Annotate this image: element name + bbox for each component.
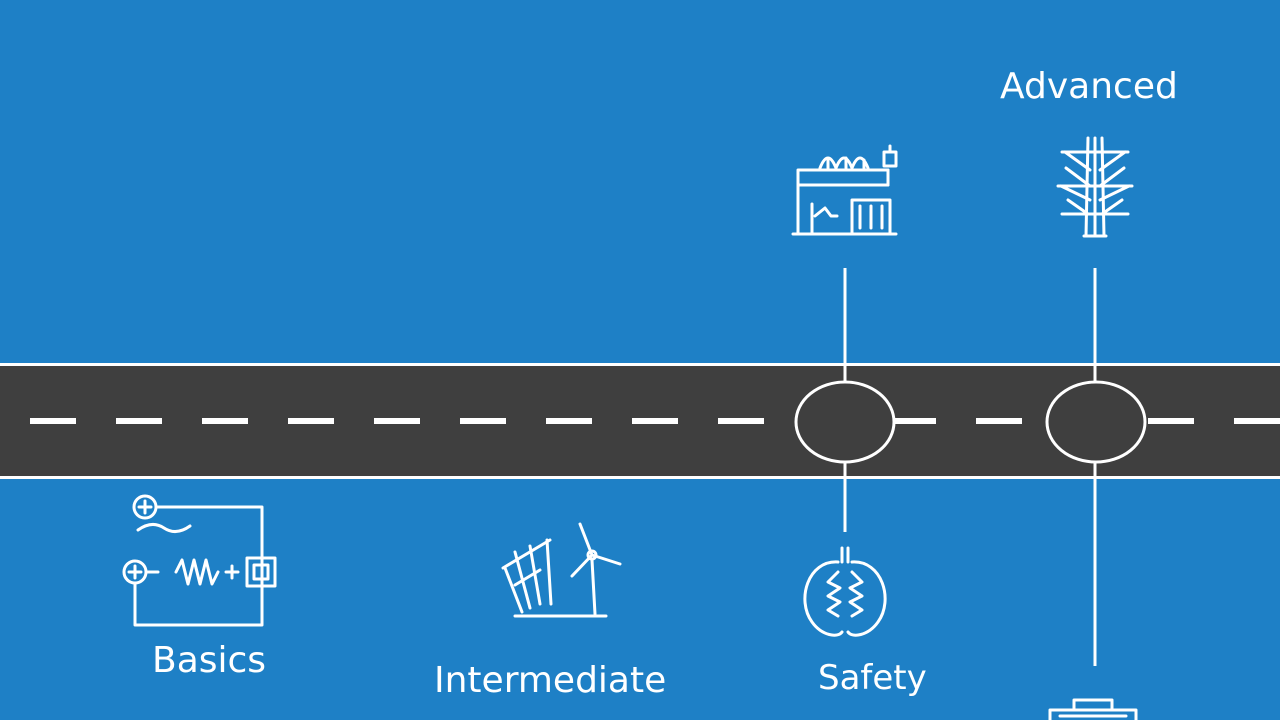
milestone-label-intermediate: Intermediate (434, 660, 667, 701)
milestone-label-advanced: Advanced (1000, 66, 1178, 107)
milestone-label-safety: Safety (818, 658, 927, 698)
milestone-node-advanced (1045, 380, 1147, 464)
substation-icon (791, 144, 898, 236)
milestone-label-basics: Basics (152, 640, 267, 681)
wind-turbine-icon (501, 522, 622, 618)
milestone-node-safety (794, 380, 896, 464)
power-tower-icon (1056, 136, 1134, 238)
safety-shield-icon (803, 546, 887, 637)
device-icon (1048, 698, 1138, 720)
circuit-icon (122, 494, 277, 627)
